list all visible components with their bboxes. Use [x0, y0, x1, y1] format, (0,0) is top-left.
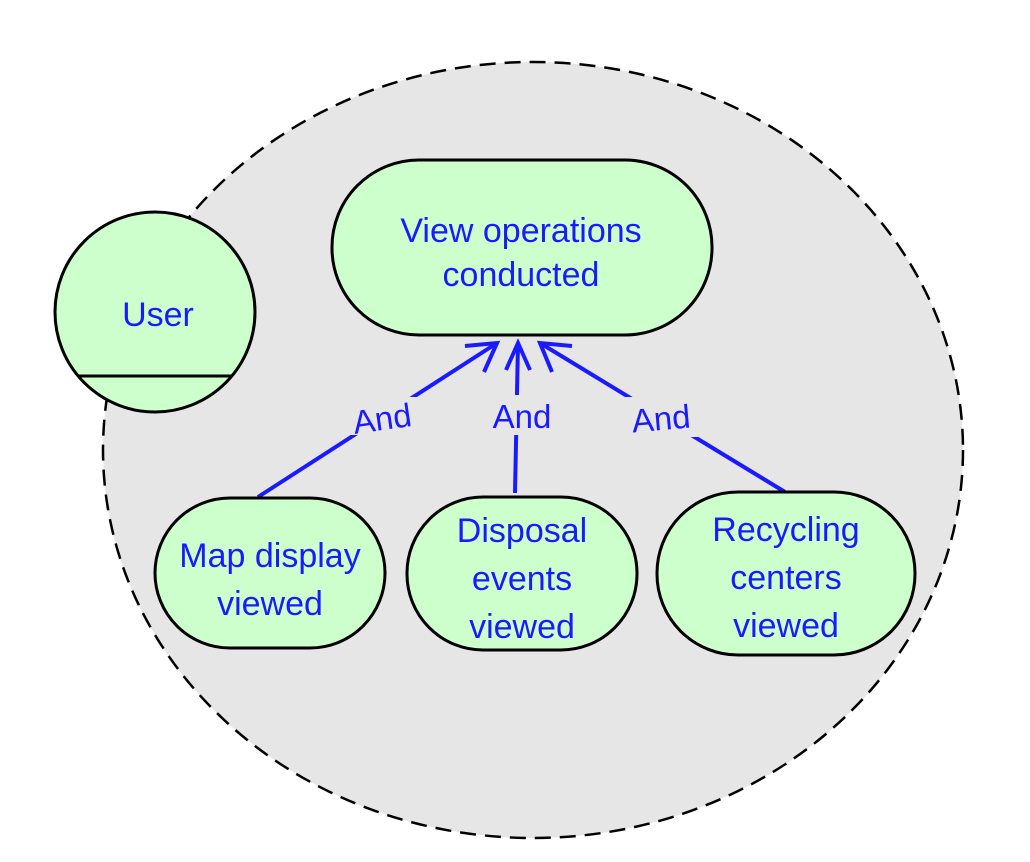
- goal-shape: [153, 496, 387, 650]
- link-recycling-to-root[interactable]: And: [536, 340, 787, 494]
- actor-user[interactable]: User: [40, 210, 270, 414]
- actor-circle: [53, 210, 257, 414]
- goal-label-line2: events: [472, 560, 572, 598]
- goal-label-line1: Disposal: [457, 512, 587, 550]
- goal-disposal-events[interactable]: Disposal events viewed: [405, 495, 639, 652]
- arrowhead-icon: [536, 340, 573, 373]
- link-label: And: [493, 398, 552, 435]
- link-label: And: [350, 396, 413, 441]
- goal-label-line3: viewed: [733, 607, 839, 645]
- link-label-bg: [484, 395, 560, 435]
- arrowhead-icon: [504, 338, 532, 371]
- arrowhead-icon: [464, 340, 501, 373]
- goal-view-operations[interactable]: View operations conducted: [330, 158, 714, 337]
- link-label-bg: [624, 397, 698, 437]
- link-disposal-to-root[interactable]: And: [484, 338, 560, 494]
- link-label: And: [630, 398, 692, 440]
- goal-label-line3: viewed: [469, 608, 575, 646]
- goal-label-line2: viewed: [217, 585, 323, 623]
- link-label-bg: [346, 397, 418, 435]
- link-map-to-root[interactable]: And: [256, 340, 501, 499]
- goal-shape: [330, 158, 714, 337]
- goal-label-line1: Recycling: [712, 511, 859, 549]
- goal-label-line2: conducted: [443, 256, 600, 294]
- actor-label: User: [122, 296, 194, 334]
- goal-label-line1: Map display: [179, 537, 360, 575]
- goal-label-line1: View operations: [400, 212, 641, 250]
- goal-map-display[interactable]: Map display viewed: [153, 496, 387, 650]
- goal-recycling-centers[interactable]: Recycling centers viewed: [655, 490, 917, 657]
- goal-shape: [655, 490, 917, 657]
- goal-shape: [405, 495, 639, 652]
- goal-label-line2: centers: [730, 559, 842, 597]
